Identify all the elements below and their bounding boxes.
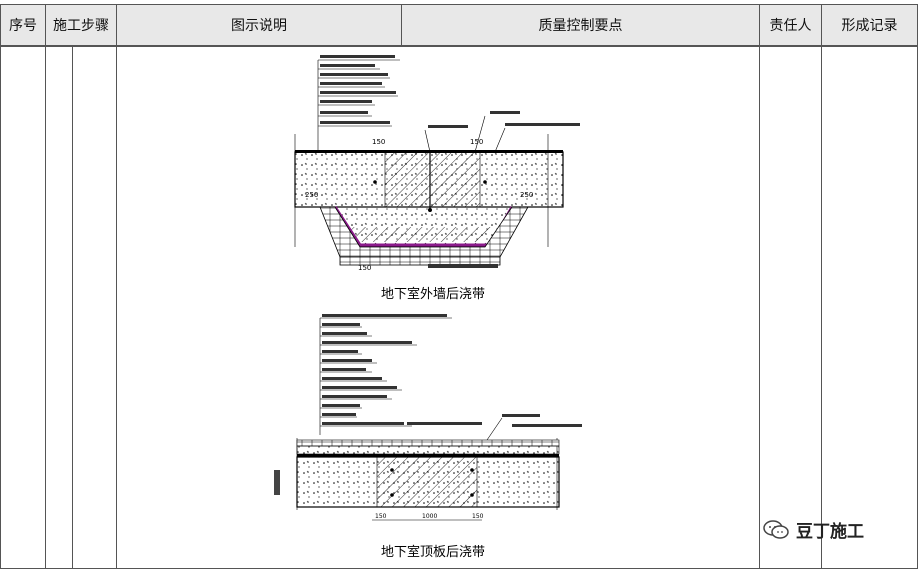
wechat-icon [763,519,789,539]
figure1-caption: 地下室外墙后浇带 [381,287,486,302]
header-steps: 施工步骤 [45,4,117,46]
header-illustration-label: 图示说明 [231,18,287,34]
header-records: 形成记录 [821,4,918,46]
header-responsible-label: 责任人 [769,18,812,34]
watermark-text: 豆丁施工 [796,522,864,542]
dim-label: 150 [358,264,371,272]
dim-label: 150 [470,138,483,146]
header-illustration: 图示说明 [116,4,402,46]
cell-steps-a [45,46,73,569]
wall-post-cast-strip-drawing: 150 150 250 250 150 [294,55,580,272]
cell-responsible [759,46,822,569]
dim-label: 1000 [422,513,437,520]
dim-label: 150 [375,513,387,520]
cell-records [821,46,918,569]
cell-steps-b [72,46,117,569]
roof-post-cast-strip-drawing: 150 1000 150 [274,314,582,521]
figure2-caption: 地下室顶板后浇带 [381,545,486,560]
watermark: 豆丁施工 [762,517,864,542]
header-quality-label: 质量控制要点 [538,18,623,34]
dim-label: 250 [305,191,318,199]
header-steps-label: 施工步骤 [53,18,109,34]
header-index: 序号 [0,4,46,46]
cell-index [0,46,46,569]
dim-label: 150 [372,138,385,146]
dim-label: 150 [472,513,484,520]
header-index-label: 序号 [9,18,37,34]
dim-label: 250 [520,191,533,199]
header-records-label: 形成记录 [841,18,898,34]
header-responsible: 责任人 [759,4,822,46]
header-quality: 质量控制要点 [401,4,760,46]
